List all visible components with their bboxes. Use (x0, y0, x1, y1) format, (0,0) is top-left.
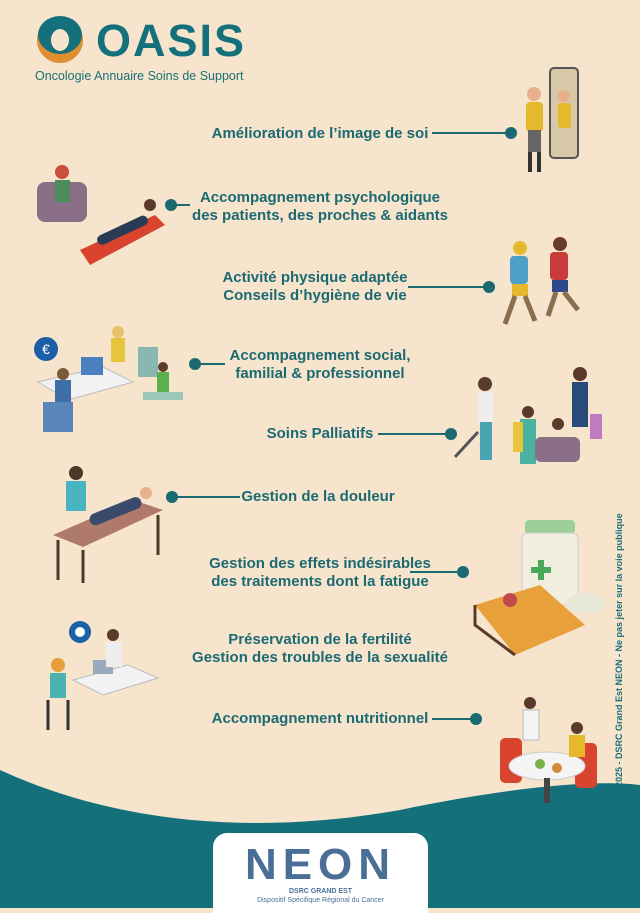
mirror-illustration (526, 67, 579, 172)
neon-subtitle-1: DSRC GRAND EST (288, 888, 352, 895)
connector-line (432, 718, 476, 720)
connector-line (410, 571, 462, 573)
connector-line (408, 286, 488, 288)
consultation-illustration (46, 621, 160, 730)
logo-subtitle: Oncologie Annuaire Soins de Support (35, 69, 244, 83)
palliative-illustration (453, 367, 602, 464)
office-illustration: € (34, 326, 183, 432)
item-text: Amélioration de l’image de soi (211, 125, 429, 142)
item-text: des traitements dont la fatigue (211, 573, 429, 590)
neon-footer-card: NEON DSRC GRAND EST Dispositif Spécifiqu… (213, 833, 428, 913)
therapy-illustration (37, 165, 165, 265)
item-text: des patients, des proches & aidants (192, 207, 448, 224)
connector-dot (457, 566, 469, 578)
massage-table-illustration (53, 466, 163, 583)
item-self-image: Amélioration de l’image de soi (205, 125, 435, 143)
connector-line (432, 132, 510, 134)
item-text: Accompagnement social, (229, 347, 411, 364)
item-text: Accompagnement psychologique (199, 189, 441, 206)
item-nutrition: Accompagnement nutritionnel (205, 710, 435, 728)
euro-icon: € (42, 341, 50, 357)
item-text: Préservation de la fertilité (228, 631, 412, 648)
item-text: Gestion des troubles de la sexualité (192, 649, 448, 666)
item-palliative: Soins Palliatifs (260, 425, 380, 443)
connector-dot (445, 428, 457, 440)
connector-line (170, 204, 190, 206)
item-text: Gestion des effets indésirables (209, 555, 431, 572)
connector-dot (483, 281, 495, 293)
connector-line (172, 496, 240, 498)
item-text: Gestion de la douleur (241, 488, 395, 505)
connector-dot (470, 713, 482, 725)
runners-illustration (502, 237, 580, 325)
side-note: Septembre 2025 - DSRC Grand Est NEON - N… (614, 513, 624, 836)
neon-subtitle-2: Dispositif Spécifique Régional du Cancer (257, 897, 384, 904)
item-text: Accompagnement nutritionnel (211, 710, 429, 727)
connector-line (195, 363, 225, 365)
item-social: Accompagnement social,familial & profess… (215, 347, 425, 383)
item-text: Soins Palliatifs (266, 425, 374, 442)
logo-title: OASIS (96, 15, 247, 66)
connector-dot (505, 127, 517, 139)
connector-line (378, 433, 450, 435)
neon-logo: NEON (244, 840, 397, 889)
restaurant-illustration (500, 697, 597, 803)
oasis-logo-icon (37, 16, 83, 63)
item-text: Activité physique adaptée (222, 269, 408, 286)
item-pain: Gestion de la douleur (238, 488, 398, 506)
fatigue-illustration (473, 520, 605, 657)
item-text: Conseils d’hygiène de vie (223, 287, 407, 304)
item-text: familial & professionnel (235, 365, 405, 382)
